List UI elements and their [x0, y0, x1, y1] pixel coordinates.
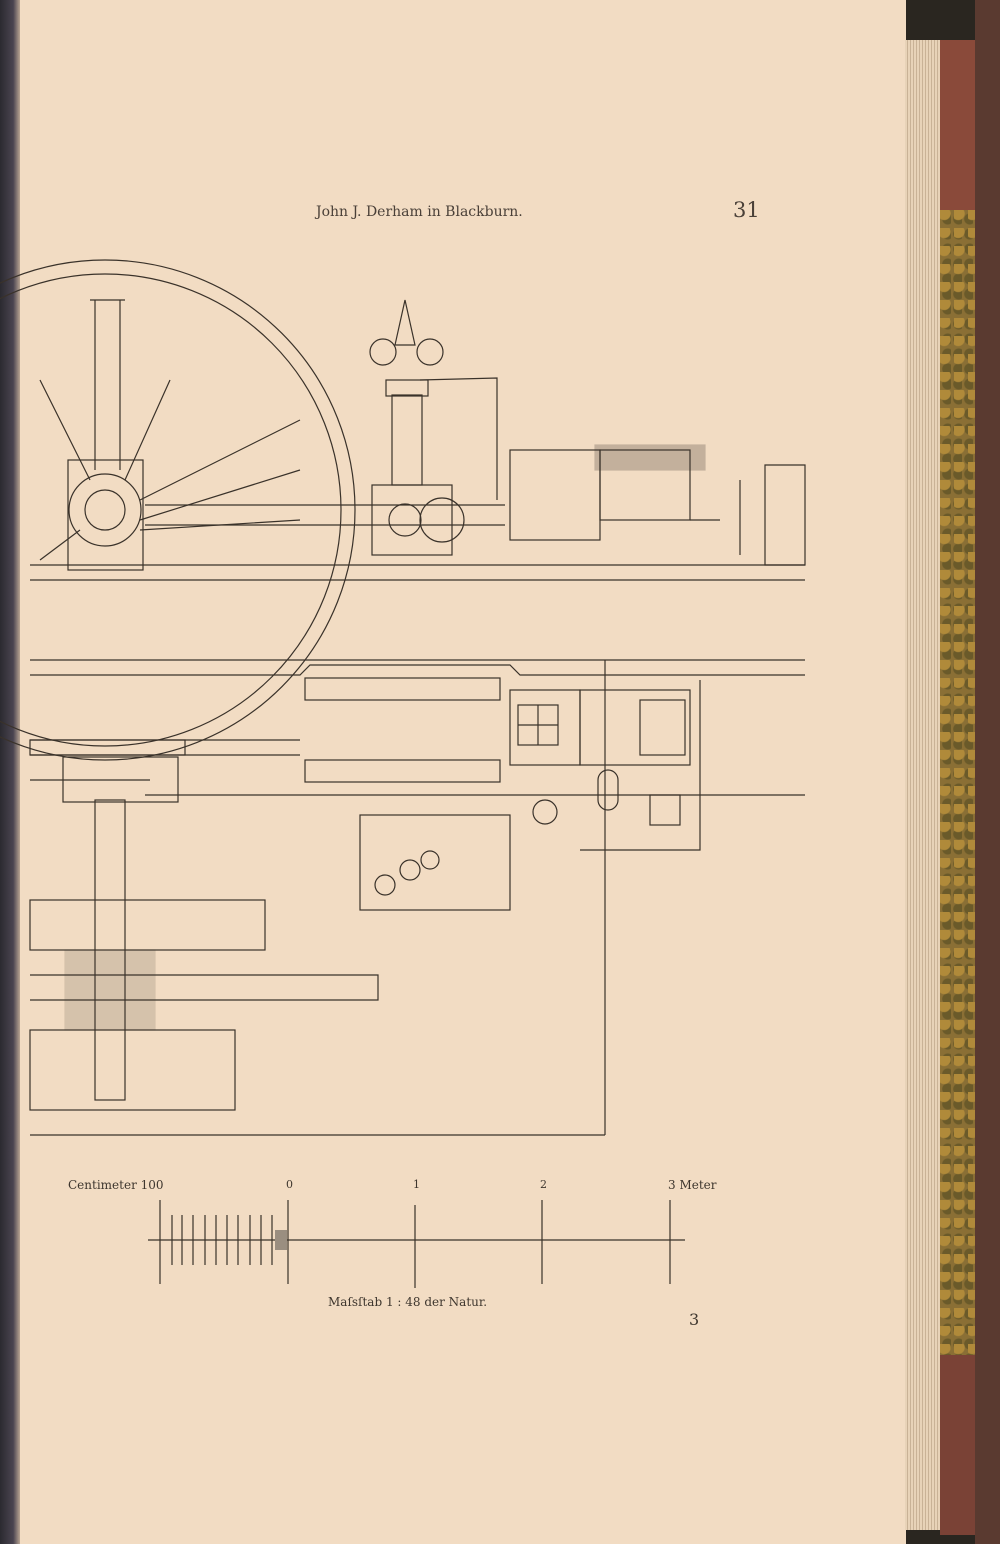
- page-edges: [905, 40, 943, 1530]
- scale-left-label: Centimeter 100: [68, 1178, 164, 1192]
- page-number: 31: [733, 198, 760, 222]
- book-page: [20, 0, 906, 1544]
- flywheel-rim: [0, 259, 356, 761]
- plan-view: [29, 659, 805, 1136]
- scale-tick-1: 1: [413, 1178, 420, 1191]
- scale-tick-0: 0: [286, 1178, 293, 1191]
- book-binding: [975, 0, 1000, 1544]
- elevation-view: [0, 259, 806, 761]
- scale-tick-2: 2: [540, 1178, 547, 1191]
- signature-mark: 3: [689, 1310, 700, 1329]
- marbled-cover: [940, 210, 975, 1360]
- book-gutter: [0, 0, 22, 1544]
- running-title: John J. Derham in Blackburn.: [316, 204, 523, 220]
- scale-caption: Maſsſtab 1 : 48 der Natur.: [328, 1295, 488, 1309]
- scale-tick-3: 3 Meter: [668, 1178, 717, 1192]
- scale-bar: [148, 1200, 685, 1288]
- flywheel-hub: [68, 473, 142, 547]
